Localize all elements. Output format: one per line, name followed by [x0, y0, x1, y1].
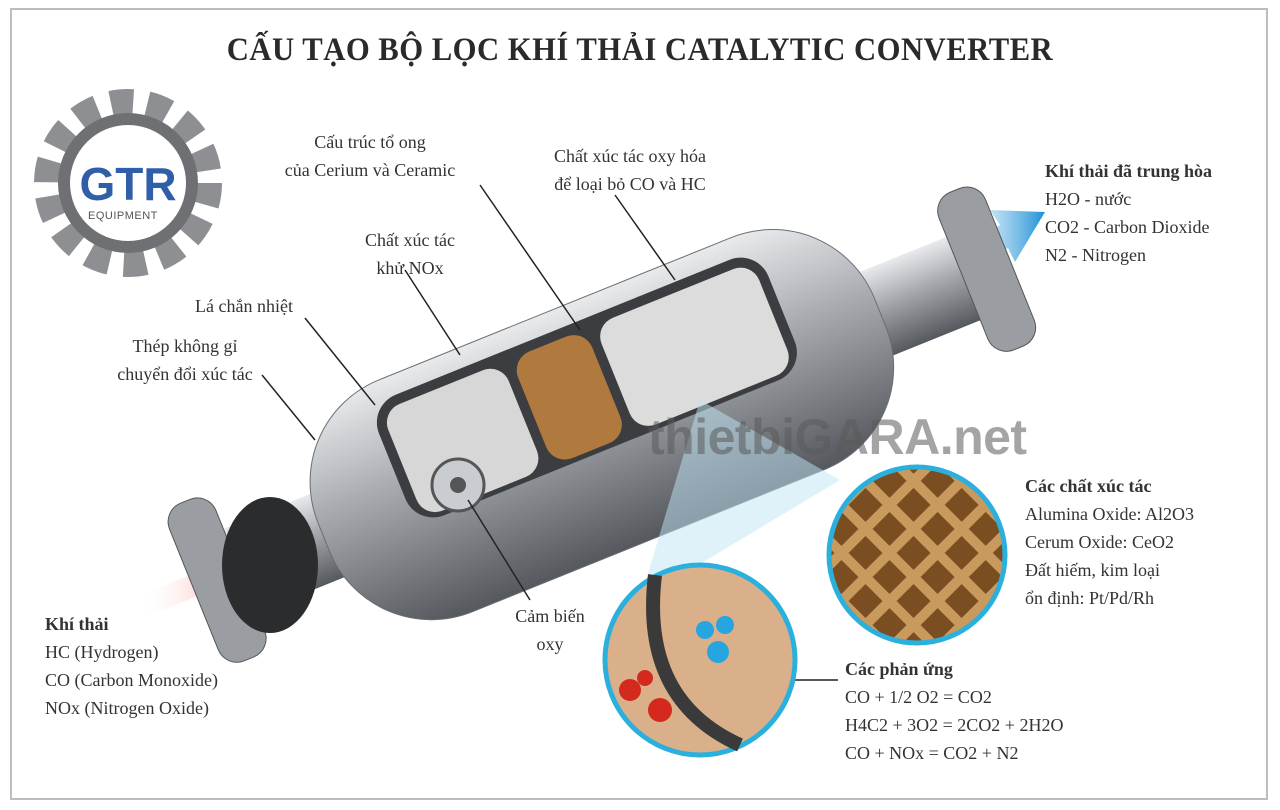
exhaust-out-block: Khí thải đã trung hòa H2O - nước CO2 - C… [1045, 157, 1212, 269]
watermark: thietbiGARA.net [648, 409, 1027, 465]
reaction-item: CO + NOx = CO2 + N2 [845, 743, 1019, 763]
label-line: Cấu trúc tổ ong [314, 132, 426, 152]
label-honeycomb: Cấu trúc tổ ong của Cerium và Ceramic [270, 128, 470, 184]
reactions-heading: Các phản ứng [845, 659, 953, 679]
label-line: để loại bỏ CO và HC [554, 174, 706, 194]
reaction-item: CO + 1/2 O2 = CO2 [845, 687, 992, 707]
label-line: Thép không gỉ [132, 336, 238, 356]
exhaust-in-heading: Khí thải [45, 614, 109, 634]
label-oxidation: Chất xúc tác oxy hóa để loại bỏ CO và HC [525, 142, 735, 198]
label-heat-shield: Lá chắn nhiệt [195, 296, 293, 316]
page-title: CẤU TẠO BỘ LỌC KHÍ THẢI CATALYTIC CONVER… [226, 32, 1054, 68]
label-line: của Cerium và Ceramic [284, 160, 456, 180]
exhaust-in-item: HC (Hydrogen) [45, 642, 159, 662]
label-line: Chất xúc tác oxy hóa [554, 146, 706, 166]
label-oxygen-sensor: Cảm biến oxy [495, 602, 605, 658]
reactions-block: Các phản ứng CO + 1/2 O2 = CO2 H4C2 + 3O… [845, 655, 1063, 767]
exhaust-in-item: NOx (Nitrogen Oxide) [45, 698, 209, 718]
diagram-frame [10, 8, 1268, 800]
label-line: Cảm biến [515, 606, 585, 626]
catalyst-item: Đất hiếm, kim loại [1025, 560, 1160, 580]
label-reduction: Chất xúc tác khử NOx [340, 226, 480, 282]
honeycomb-zoom-circle [826, 464, 1008, 646]
label-line: Chất xúc tác [365, 230, 455, 250]
exhaust-in-item: CO (Carbon Monoxide) [45, 670, 218, 690]
catalyst-item: Cerum Oxide: CeO2 [1025, 532, 1174, 552]
exhaust-out-item: H2O - nước [1045, 189, 1132, 209]
exhaust-out-item: CO2 - Carbon Dioxide [1045, 217, 1210, 237]
label-line: oxy [536, 634, 564, 654]
reaction-item: H4C2 + 3O2 = 2CO2 + 2H2O [845, 715, 1064, 735]
label-line: chuyển đổi xúc tác [117, 364, 253, 384]
exhaust-in-block: Khí thải HC (Hydrogen) CO (Carbon Monoxi… [45, 610, 218, 722]
exhaust-out-heading: Khí thải đã trung hòa [1045, 161, 1213, 181]
catalyst-item: Alumina Oxide: Al2O3 [1025, 504, 1194, 524]
catalyst-item: ổn định: Pt/Pd/Rh [1025, 588, 1155, 608]
catalysts-block: Các chất xúc tác Alumina Oxide: Al2O3 Ce… [1025, 472, 1194, 612]
label-line: khử NOx [376, 258, 444, 278]
exhaust-out-item: N2 - Nitrogen [1045, 245, 1146, 265]
logo-subtitle: EQUIPMENT [88, 210, 158, 222]
label-steel: Thép không gỉ chuyển đổi xúc tác [95, 332, 275, 388]
catalysts-heading: Các chất xúc tác [1025, 476, 1152, 496]
svg-text:GTR: GTR [79, 158, 176, 210]
gear-logo-icon: GTR [34, 89, 222, 277]
